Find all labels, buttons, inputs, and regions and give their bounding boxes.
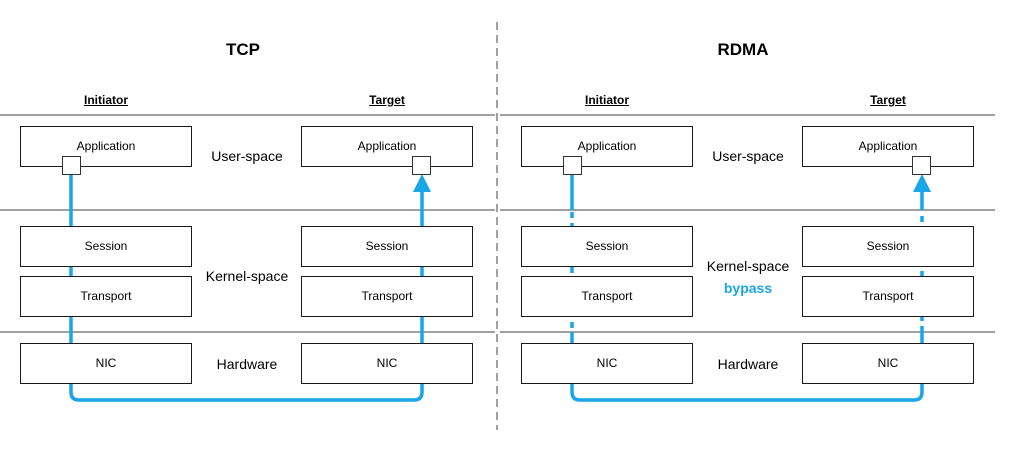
tcp-target-transport-label: Transport <box>361 289 413 303</box>
tcp-initiator-application-label: Application <box>76 139 136 153</box>
tcp-initiator-session-label: Session <box>84 239 128 253</box>
rdma-target-nic-label: NIC <box>877 356 899 370</box>
tcp-initiator-heading: Initiator <box>84 93 128 107</box>
rdma-target-transport-box: Transport <box>802 276 974 317</box>
tcp-target-session-label: Session <box>365 239 409 253</box>
rdma-bypass-label: bypass <box>723 280 773 296</box>
rdma-initiator-session-box: Session <box>521 226 693 267</box>
rdma-target-port <box>912 156 931 175</box>
rdma-initiator-port <box>563 156 582 175</box>
tcp-initiator-session-box: Session <box>20 226 192 267</box>
tcp-flow-path <box>69 175 424 402</box>
rdma-target-session-box: Session <box>802 226 974 267</box>
tcp-target-port <box>412 156 431 175</box>
tcp-target-session-box: Session <box>301 226 473 267</box>
tcp-initiator-port <box>62 156 81 175</box>
rdma-user-space-label: User-space <box>712 148 784 164</box>
rdma-target-session-label: Session <box>866 239 910 253</box>
tcp-initiator-nic-label: NIC <box>95 356 117 370</box>
rdma-title: RDMA <box>717 40 769 59</box>
tcp-target-nic-label: NIC <box>376 356 398 370</box>
tcp-initiator-application-box: Application <box>20 126 192 167</box>
tcp-user-space-label: User-space <box>211 148 283 164</box>
tcp-target-application-label: Application <box>357 139 417 153</box>
rdma-target-heading: Target <box>870 93 906 107</box>
rdma-initiator-heading: Initiator <box>585 93 629 107</box>
tcp-target-transport-box: Transport <box>301 276 473 317</box>
rdma-kernel-space-label: Kernel-space <box>706 258 790 274</box>
rdma-flow-arrowhead <box>913 174 931 192</box>
tcp-title: TCP <box>226 40 260 59</box>
rdma-hardware-label: Hardware <box>717 356 779 372</box>
rdma-initiator-transport-box: Transport <box>521 276 693 317</box>
rdma-target-transport-label: Transport <box>862 289 914 303</box>
rdma-initiator-nic-label: NIC <box>596 356 618 370</box>
rdma-initiator-application-label: Application <box>577 139 637 153</box>
rdma-target-application-box: Application <box>802 126 974 167</box>
rdma-initiator-transport-label: Transport <box>581 289 633 303</box>
rdma-flow-hardware-path <box>570 332 924 402</box>
rdma-target-application-label: Application <box>858 139 918 153</box>
rdma-initiator-application-box: Application <box>521 126 693 167</box>
tcp-initiator-nic-box: NIC <box>20 343 192 384</box>
tcp-target-heading: Target <box>369 93 405 107</box>
rdma-target-nic-box: NIC <box>802 343 974 384</box>
tcp-target-nic-box: NIC <box>301 343 473 384</box>
tcp-initiator-transport-box: Transport <box>20 276 192 317</box>
rdma-initiator-session-label: Session <box>585 239 629 253</box>
tcp-target-application-box: Application <box>301 126 473 167</box>
tcp-initiator-transport-label: Transport <box>80 289 132 303</box>
tcp-hardware-label: Hardware <box>216 356 278 372</box>
tcp-kernel-space-label: Kernel-space <box>205 268 289 284</box>
tcp-flow-arrowhead <box>413 174 431 192</box>
rdma-initiator-nic-box: NIC <box>521 343 693 384</box>
